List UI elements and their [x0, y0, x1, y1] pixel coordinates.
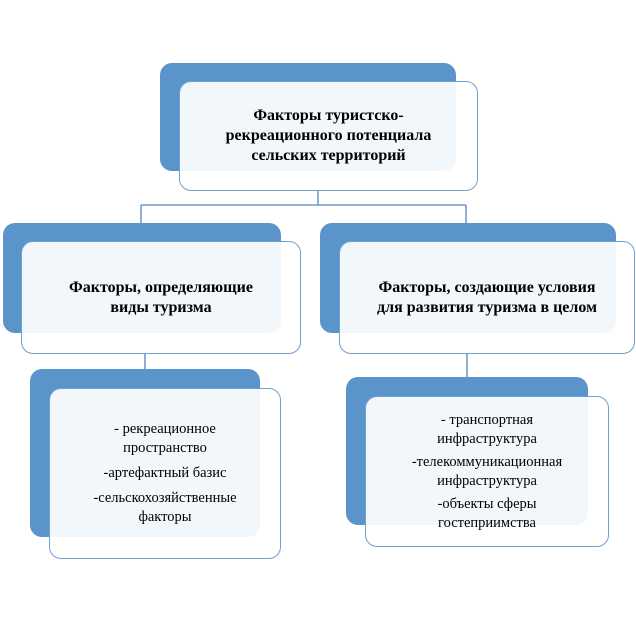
list-item-line: -телекоммуникационная — [411, 453, 563, 470]
list-item-line: - рекреационное — [114, 421, 216, 437]
list-item-line: -объекты сферы — [437, 495, 537, 512]
list-item-line: инфраструктура — [437, 430, 537, 447]
right-category-box-panel: Факторы, создающие условия для развития … — [339, 241, 635, 354]
left-category-box: Факторы, определяющие виды туризма — [3, 223, 301, 354]
list-item-line: инфраструктура — [437, 472, 537, 489]
list-item-line: -сельскохозяйственные — [93, 490, 237, 506]
left-category-box-panel: Факторы, определяющие виды туризма — [21, 241, 301, 354]
right-items-box: - транспортная инфраструктура -телекомму… — [346, 377, 609, 547]
right-category-line: Факторы, создающие условия — [378, 278, 596, 296]
list-item: -телекоммуникационная инфраструктура — [412, 453, 562, 491]
root-title-line: Факторы туристско- — [253, 107, 404, 124]
list-item-line: пространство — [123, 440, 207, 456]
left-items-box-panel: - рекреационное пространство -артефактны… — [49, 388, 281, 559]
left-items-box: - рекреационное пространство -артефактны… — [30, 369, 281, 559]
right-items-box-panel: - транспортная инфраструктура -телекомму… — [365, 396, 609, 547]
root-factor-title: Факторы туристско- рекреационного потенц… — [226, 106, 432, 166]
left-category-title: Факторы, определяющие виды туризма — [69, 278, 253, 318]
root-factor-box: Факторы туристско- рекреационного потенц… — [160, 63, 478, 191]
list-item-line: - транспортная — [440, 411, 534, 428]
list-item: -объекты сферы гостеприимства — [437, 495, 536, 533]
root-title-line: рекреационного потенциала — [225, 127, 432, 144]
right-category-line: для развития туризма в целом — [377, 298, 597, 316]
list-item: - рекреационное пространство — [114, 420, 216, 458]
list-item-line: гостеприимства — [438, 514, 536, 531]
list-item: - транспортная инфраструктура — [437, 411, 537, 449]
right-category-title: Факторы, создающие условия для развития … — [377, 278, 597, 318]
list-item: -артефактный базис — [104, 464, 227, 483]
left-items-list: - рекреационное пространство -артефактны… — [93, 420, 236, 527]
right-items-list: - транспортная инфраструктура -телекомму… — [412, 411, 562, 533]
list-item: -сельскохозяйственные факторы — [93, 489, 236, 527]
right-category-box: Факторы, создающие условия для развития … — [320, 223, 635, 354]
left-category-line: Факторы, определяющие — [69, 278, 253, 296]
root-factor-box-panel: Факторы туристско- рекреационного потенц… — [179, 81, 478, 191]
root-title-line: сельских территорий — [251, 147, 406, 164]
list-item-line: -артефактный базис — [103, 465, 227, 481]
list-item-line: факторы — [138, 509, 192, 525]
left-category-line: виды туризма — [110, 298, 212, 316]
